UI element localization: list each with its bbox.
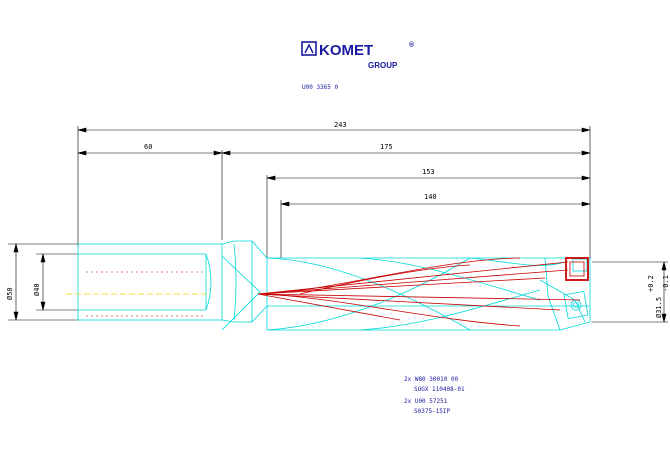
dim-length-153: 153 (422, 168, 435, 176)
coolant-channels (257, 257, 581, 327)
dimension-lines (8, 126, 668, 323)
note-line-2: SOGX 110408-01 (414, 386, 465, 393)
logo-mark-icon (304, 43, 314, 54)
dim-shank-inner-diameter: Ø40 (33, 283, 41, 296)
dim-tolerance-lower: -0.1 (662, 275, 670, 292)
dim-body-length: 175 (380, 143, 393, 151)
dim-length-140: 140 (424, 193, 437, 201)
logo-registered-mark: ® (409, 41, 415, 49)
dim-shank-length: 60 (144, 143, 152, 151)
shank-hidden-lines (86, 271, 206, 317)
komet-logo: KOMET ® GROUP (301, 41, 415, 70)
dim-cutting-diameter: Ø31.5 (655, 297, 663, 318)
note-line-1: 2x W80 30010 00 (404, 376, 459, 383)
tool-outline (77, 240, 591, 331)
dim-shank-diameter: Ø50 (6, 287, 14, 300)
dim-tolerance-upper: +0.2 (647, 275, 655, 292)
note-line-3: 2x U00 57251 (404, 398, 448, 405)
parts-notes: 2x W80 30010 00 SOGX 110408-01 2x U00 57… (404, 376, 465, 415)
logo-brand-text: KOMET (319, 42, 373, 59)
dim-overall-length: 243 (334, 121, 347, 129)
cutting-insert (565, 257, 589, 281)
logo-box-icon (301, 41, 317, 56)
drawing-number: U00 3365 0 (302, 84, 339, 91)
note-line-4: S0375-15IP (414, 408, 451, 415)
logo-group-text: GROUP (368, 61, 398, 70)
